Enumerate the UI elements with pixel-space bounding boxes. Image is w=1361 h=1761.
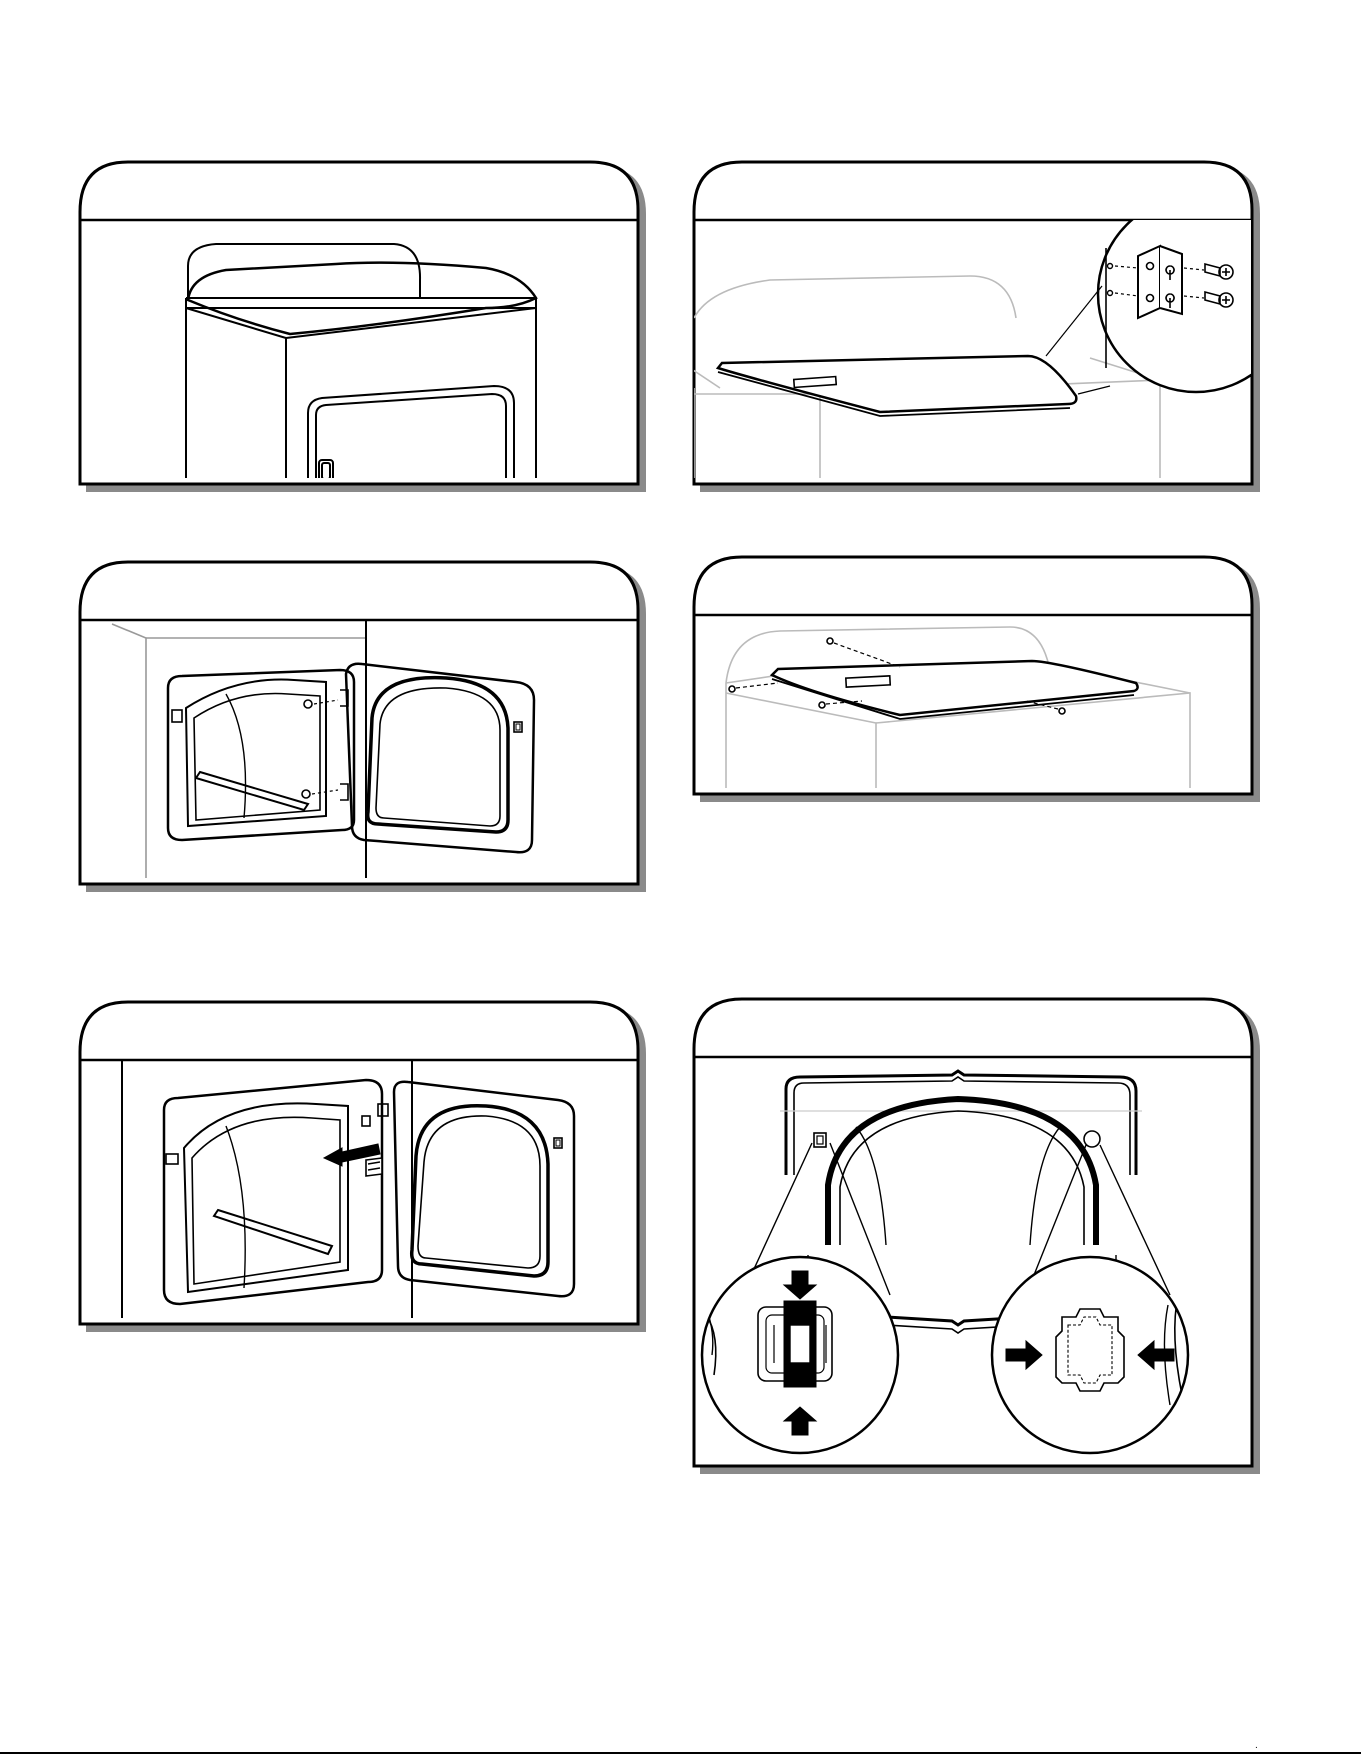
hinge-screws-illustration	[690, 158, 1260, 493]
latch-plug-insets-illustration	[690, 995, 1260, 1475]
panel-step-5	[76, 998, 646, 1333]
door-hinge-screws-illustration	[76, 558, 646, 893]
footer-mark: .	[1255, 1740, 1258, 1751]
footer-rule	[0, 1752, 1361, 1754]
panel-step-3	[76, 558, 646, 893]
panel-step-2	[690, 158, 1260, 493]
door-strike-removal-illustration	[76, 998, 646, 1333]
panel-step-1	[76, 158, 646, 493]
panel-step-4	[690, 553, 1260, 803]
dryer-top-illustration	[76, 158, 646, 493]
lid-screws-illustration	[690, 553, 1260, 803]
panel-step-6	[690, 995, 1260, 1475]
